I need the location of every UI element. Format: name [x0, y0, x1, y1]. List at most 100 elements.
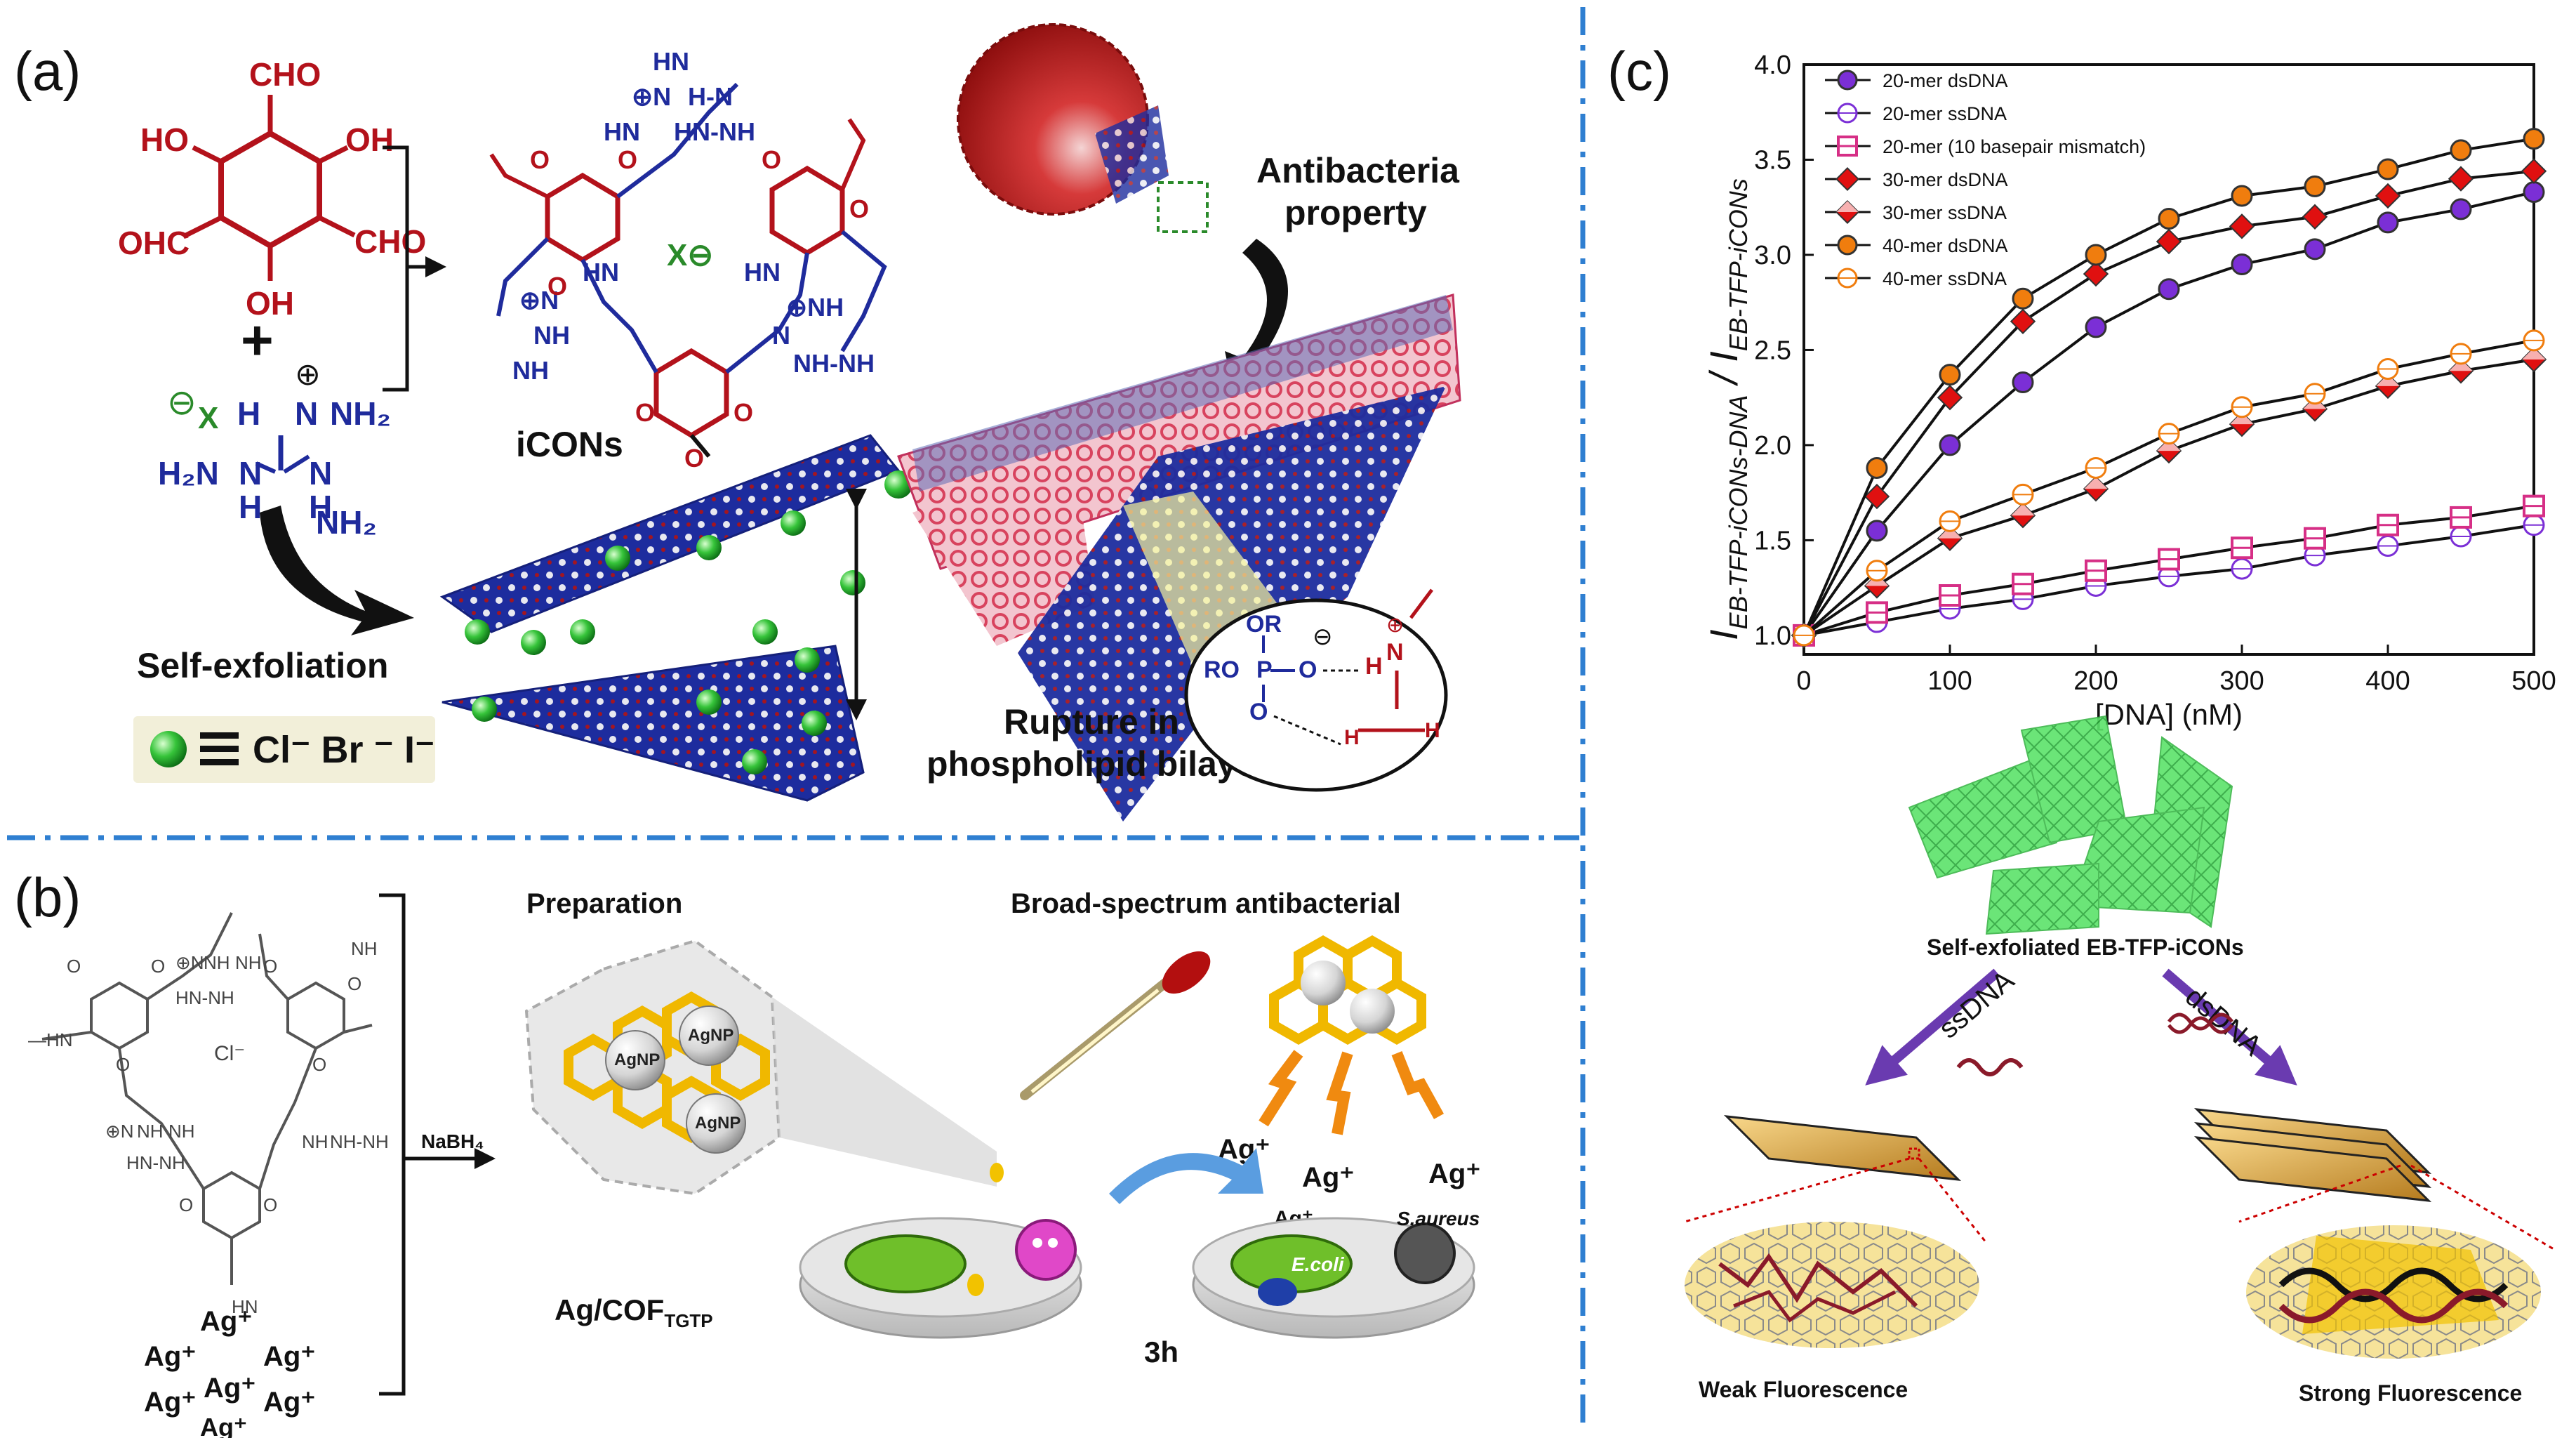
- ag-ion: Ag⁺: [263, 1387, 315, 1418]
- data-point: [2083, 260, 2109, 287]
- series-6: [1793, 329, 2545, 647]
- svg-text:NH: NH: [235, 952, 262, 973]
- y-tick-label: 3.0: [1754, 241, 1791, 270]
- svg-text:⊕N: ⊕N: [519, 286, 559, 315]
- plus-sign: +: [241, 309, 274, 371]
- data-point: [1866, 456, 1888, 479]
- preparation-label: Preparation: [526, 888, 682, 919]
- y-tick-label: 1.0: [1754, 621, 1791, 651]
- guanidine-h-left: H: [239, 489, 262, 525]
- data-point: [2012, 287, 2034, 310]
- phosphate-ro: RO: [1204, 657, 1240, 683]
- legend-label: 20-mer dsDNA: [1883, 70, 2008, 91]
- x-tick-label: 300: [2219, 666, 2264, 696]
- counter-anion-x: X: [198, 401, 218, 435]
- legend-label: 30-mer ssDNA: [1883, 202, 2007, 223]
- ho-left-label: HO: [140, 121, 189, 158]
- series-0: [1793, 181, 2545, 647]
- silver-ions-left: Ag⁺ Ag⁺ Ag⁺ Ag⁺ Ag⁺ Ag⁺ Ag⁺: [144, 1306, 315, 1438]
- synthesis-arrow: [383, 145, 446, 392]
- phosphate-o2: O: [1249, 699, 1268, 725]
- svg-text:O: O: [849, 194, 869, 223]
- dsdna-arrow: [2162, 968, 2297, 1086]
- antibacteria-label-line2: property: [1284, 193, 1427, 232]
- oh-bottom-label: OH: [246, 285, 294, 322]
- data-point-detail: [2522, 348, 2546, 360]
- data-point: [2231, 185, 2253, 207]
- svg-text:O: O: [67, 956, 81, 977]
- data-point-detail: [2449, 359, 2473, 371]
- guanidinium-n: N: [1386, 639, 1404, 666]
- data-point: [2523, 128, 2545, 150]
- guanidine-monomer: ⊖ X ⊕ H N NH₂ H₂N N H N H NH₂: [158, 357, 391, 541]
- data-point: [2229, 213, 2255, 239]
- petri-dish-after: S.aureus E.coli: [1192, 1208, 1480, 1339]
- ssdna-arrow: [1865, 968, 2000, 1086]
- guanidine-n-left: N: [239, 455, 262, 492]
- data-point: [2085, 316, 2107, 338]
- data-point: [2377, 211, 2399, 234]
- svg-text:NH: NH: [351, 938, 378, 959]
- svg-text:NH: NH: [137, 1121, 164, 1142]
- y-tick-label: 3.5: [1754, 145, 1791, 175]
- phosphate-o1: O: [1299, 657, 1317, 683]
- series-2: [1793, 494, 2545, 647]
- y-tick-label: 2.5: [1754, 336, 1791, 365]
- counter-anion-minus: ⊖: [167, 383, 197, 422]
- chloride-label: Cl⁻: [214, 1042, 245, 1065]
- guanidine-n-right: N: [309, 455, 332, 492]
- svg-text:HN: HN: [604, 117, 640, 146]
- panel-a-label: (a): [14, 40, 81, 102]
- data-point: [1939, 434, 1961, 456]
- data-point: [2377, 158, 2399, 180]
- gray-icon-structure: [41, 912, 373, 1285]
- svg-text:O: O: [618, 145, 637, 174]
- exfoliated-sheets: [439, 434, 912, 802]
- svg-text:N: N: [772, 321, 790, 350]
- icons-structure: HN ⊕N H-N HN HN-NH HN ⊕NH N NH-NH HN ⊕N …: [489, 47, 887, 473]
- data-point-detail: [1938, 526, 1962, 539]
- weak-sheet: [1684, 1115, 1988, 1348]
- panel-dividers: [7, 7, 1586, 1432]
- data-point: [2521, 158, 2547, 184]
- svg-text:—HN: —HN: [28, 1029, 73, 1050]
- data-point: [2448, 166, 2474, 192]
- legend-label: 20-mer (10 basepair mismatch): [1883, 136, 2146, 157]
- x-axis-label: [DNA] (nM): [2095, 698, 2243, 731]
- legend-label: 20-mer ssDNA: [1883, 103, 2007, 124]
- legend-label: 30-mer dsDNA: [1883, 169, 2008, 190]
- guanidinium-h: H: [1365, 653, 1383, 680]
- x-tick-label: 200: [2073, 666, 2118, 696]
- agnp-label: AgNP: [614, 1050, 660, 1069]
- ag-cof-main: Ag/COF: [555, 1293, 664, 1326]
- svg-text:O: O: [635, 398, 655, 427]
- svg-text:HN: HN: [653, 47, 689, 76]
- ag-cof-subscript: TGTP: [664, 1310, 712, 1331]
- oh-right-label: OH: [345, 121, 394, 158]
- time-label: 3h: [1144, 1335, 1179, 1368]
- bacterium-sphere: [957, 23, 1209, 233]
- svg-text:NH: NH: [302, 1131, 328, 1152]
- guanidine-h-top: H: [237, 395, 260, 432]
- guanidine-plus: ⊕: [295, 357, 321, 392]
- ecoli-label: E.coli: [1292, 1253, 1345, 1275]
- svg-text:NH: NH: [204, 952, 230, 973]
- data-point: [1937, 384, 1963, 411]
- ag-ion: Ag⁺: [1302, 1162, 1354, 1193]
- legend-label: 40-mer dsDNA: [1883, 235, 2008, 256]
- nabh4-label: NaBH₄: [421, 1130, 484, 1152]
- data-point-detail: [2157, 439, 2181, 451]
- ag-ion: Ag⁺: [144, 1387, 196, 1418]
- phosphate-inset: OR RO P O O ⊖ H ⊕ N H H: [1184, 588, 1448, 792]
- series-line: [1802, 358, 2535, 637]
- svg-text:NH: NH: [533, 321, 570, 350]
- y-tick-label: 4.0: [1754, 51, 1791, 80]
- data-point: [2375, 183, 2401, 209]
- data-point: [1864, 483, 1890, 510]
- y-axis-label: IEB-TFP-iCONs-DNA / IEB-TFP-iCONs: [1701, 178, 1753, 640]
- data-point: [2304, 175, 2326, 197]
- self-exfoliated-label: Self-exfoliated EB-TFP-iCONs: [1927, 935, 2244, 960]
- petri-dish-before: [799, 1217, 1082, 1339]
